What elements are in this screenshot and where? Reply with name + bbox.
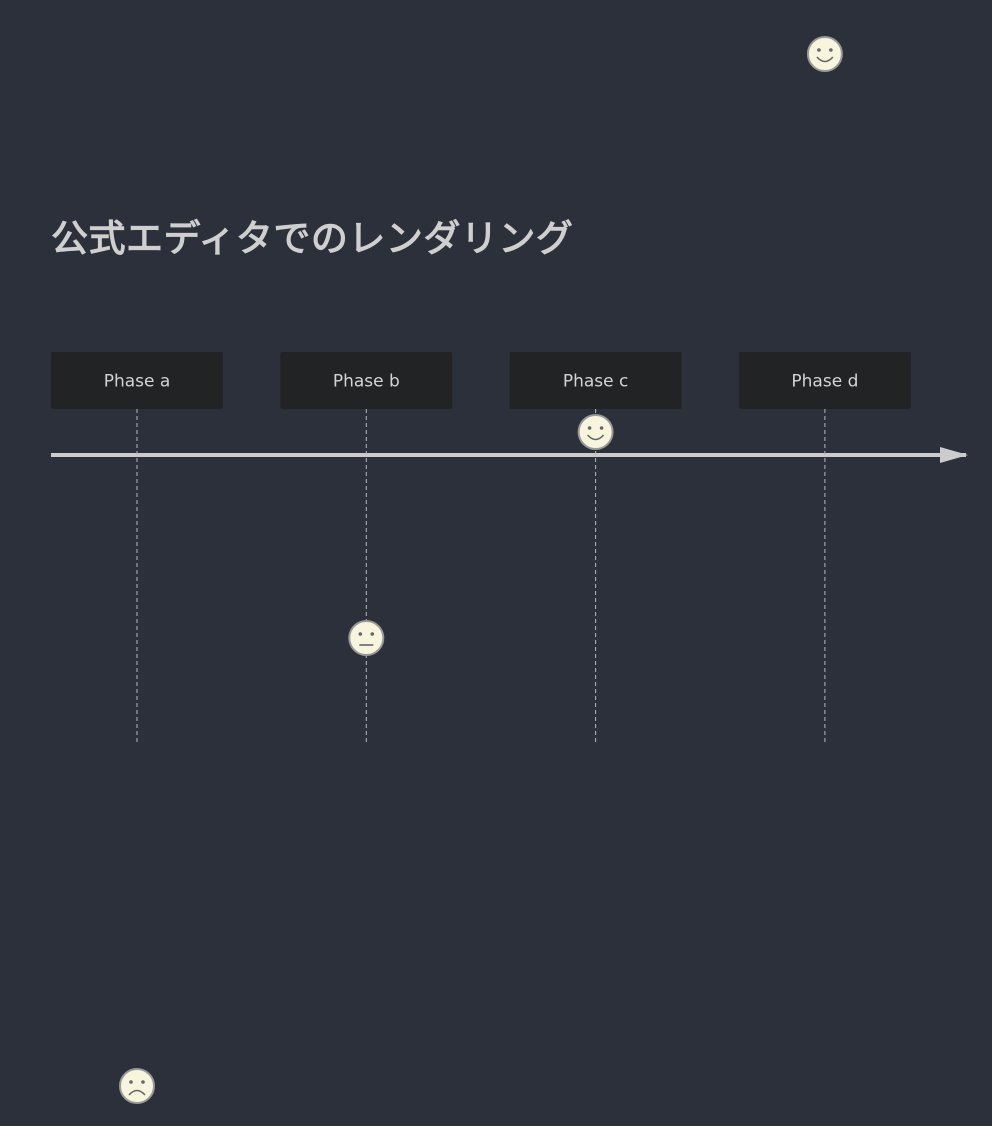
happy-face-icon (806, 36, 843, 72)
phase-d-box (738, 352, 911, 409)
phase-b-label: Phase b (333, 372, 400, 392)
phase-c-label: Phase c (563, 372, 629, 392)
phase-a-label: Phase a (104, 372, 171, 392)
mood-markers (119, 36, 843, 1104)
phase-c-box (509, 352, 682, 409)
phase-columns: Phase a Phase b Phase c Phase d (51, 352, 911, 742)
phase-a-box (51, 352, 223, 409)
happy-face-icon (577, 414, 614, 450)
page-title: 公式エディタでのレンダリング (51, 217, 574, 260)
sad-face-icon (119, 1068, 155, 1104)
phase-b-box (280, 352, 453, 409)
neutral-face-icon (348, 620, 385, 656)
phase-d-label: Phase d (791, 372, 858, 392)
